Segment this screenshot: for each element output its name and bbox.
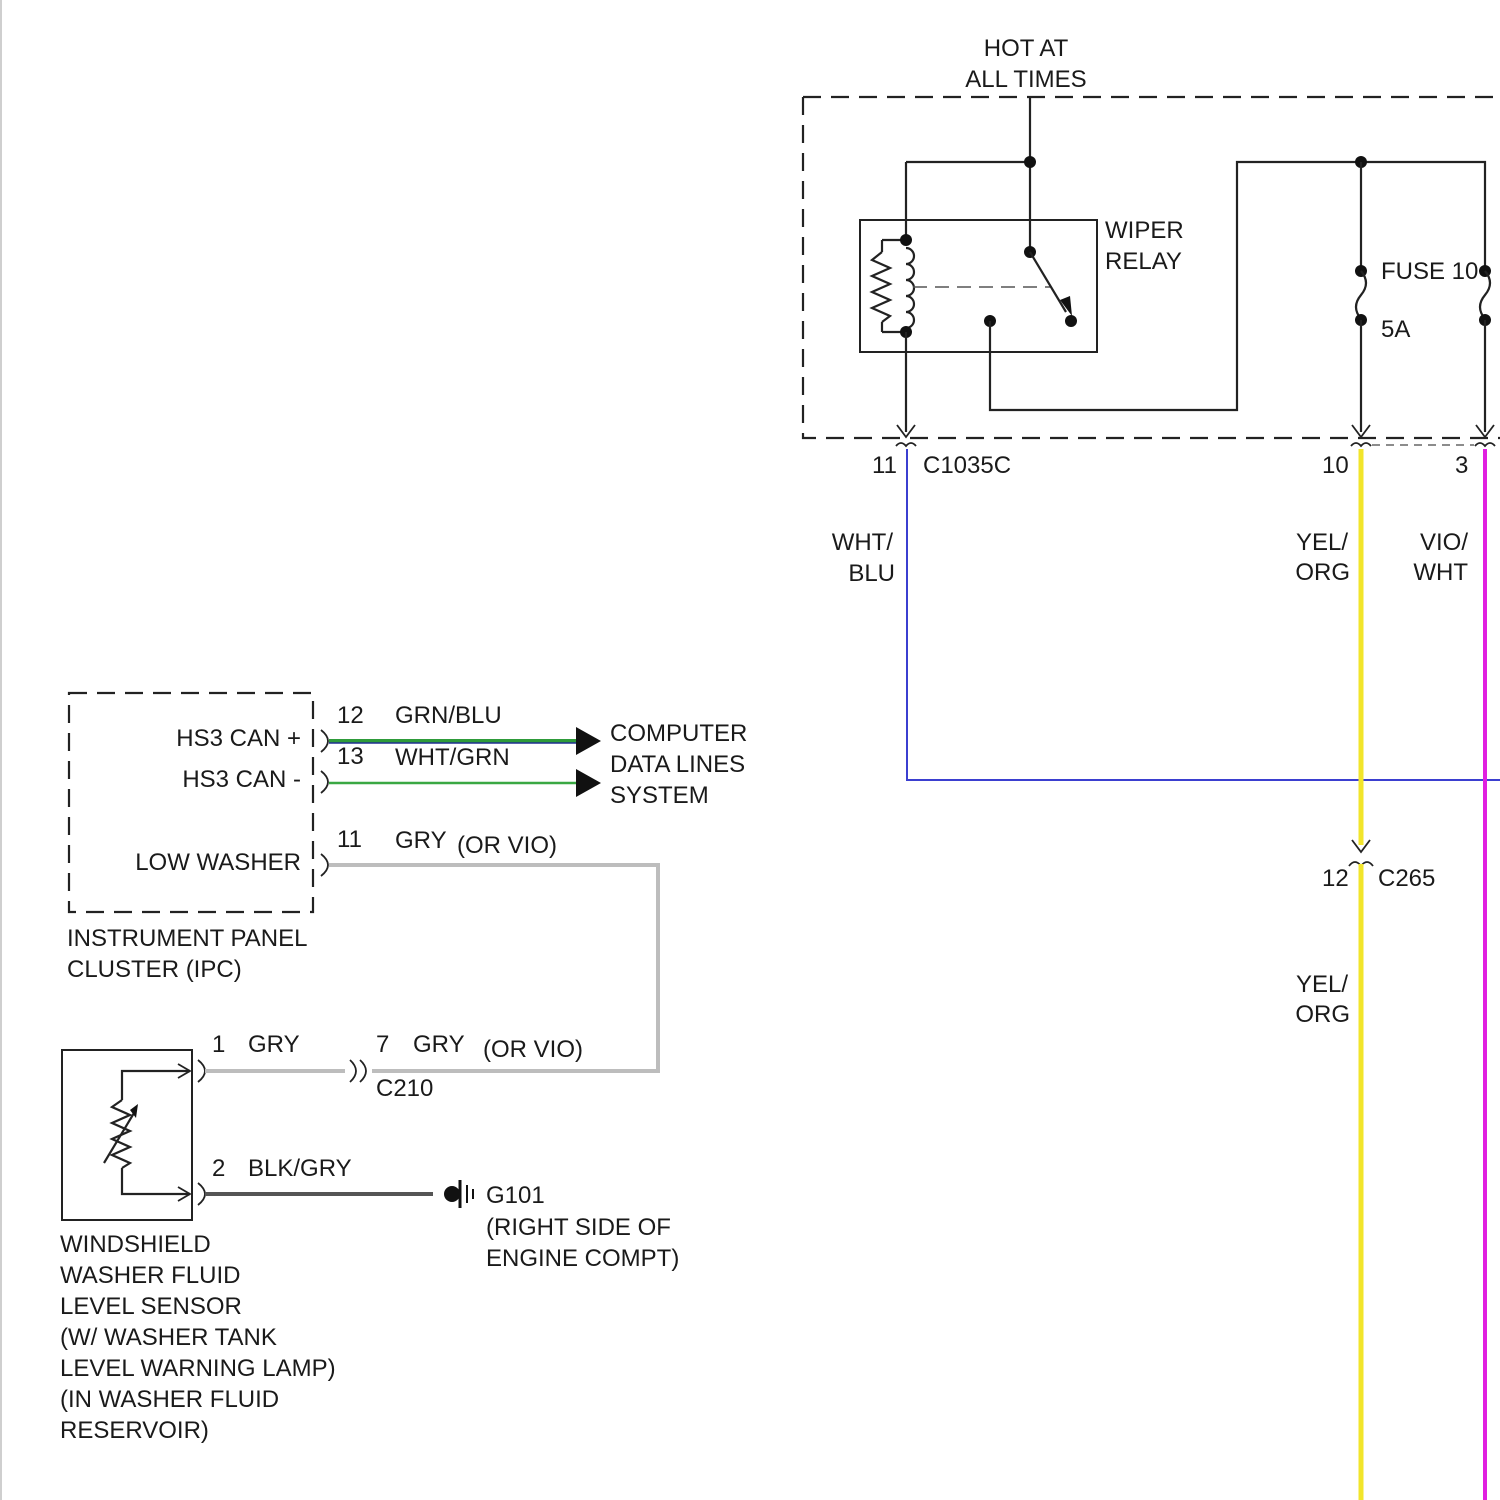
pin-11: 11 [337,826,362,853]
wire-wht-blu [907,449,1500,780]
computer-data-lines-label-2: DATA LINES [610,751,745,778]
connector-c210-label: C210 [376,1075,433,1102]
arrow-icon [576,727,601,755]
pin-10: 10 [1322,452,1349,479]
arrow-icon [576,769,601,797]
computer-data-lines-label-1: COMPUTER [610,720,747,747]
fuse-label: FUSE 10 [1381,258,1478,285]
wire-vio-wht-label-1: VIO/ [1420,529,1468,556]
hot-at-all-times-label-2: ALL TIMES [965,66,1086,93]
wire-grn-blu-label: GRN/BLU [395,702,502,729]
sensor-name-5: LEVEL WARNING LAMP) [60,1355,336,1382]
wire-wht-blu-label-1: WHT/ [832,529,894,556]
connector-c1035c-label: C1035C [923,452,1011,479]
wire-yel-org-lower-label-1: YEL/ [1296,971,1348,998]
pin-11-top: 11 [872,452,897,479]
fuse-icon [1355,162,1367,432]
c210-or-vio-label: (OR VIO) [483,1036,583,1063]
sensor-pin-2: 2 [212,1155,225,1182]
relay-coil-icon [872,234,914,338]
hot-at-all-times-label-1: HOT AT [984,35,1069,62]
fuse-icon [1479,265,1491,432]
sensor-name-4: (W/ WASHER TANK [60,1324,277,1351]
sensor-name-1: WINDSHIELD [60,1231,211,1258]
sensor-name-3: LEVEL SENSOR [60,1293,242,1320]
wire-yel-org-label-2: ORG [1295,559,1350,586]
pin-13: 13 [337,743,364,770]
ipc-pin-low-washer: LOW WASHER [135,849,301,876]
variable-resistor-icon [104,1064,190,1201]
computer-data-lines-label-3: SYSTEM [610,782,709,809]
c210-wire-gry-label: GRY [413,1031,465,1058]
ground-g101-label-1: G101 [486,1182,545,1209]
wire-gry-label: GRY [395,827,447,854]
fuse-rating: 5A [1381,316,1410,343]
sensor-connector-icon [198,1060,205,1205]
wire-wht-blu-label-2: BLU [848,560,895,587]
ground-g101-label-3: ENGINE COMPT) [486,1245,679,1272]
ipc-name-2: CLUSTER (IPC) [67,956,242,983]
sensor-name-2: WASHER FLUID [60,1262,240,1289]
ground-g101-label-2: (RIGHT SIDE OF [486,1214,671,1241]
ipc-name-1: INSTRUMENT PANEL [67,925,307,952]
wire-wht-grn-label: WHT/GRN [395,744,510,771]
sensor-wire-gry-label: GRY [248,1031,300,1058]
connector-c1035c-icon [896,425,1495,446]
pin-12-c265: 12 [1322,865,1349,892]
ipc-pin-hs3-can-plus: HS3 CAN + [176,725,301,752]
wire-blk-gry-label: BLK/GRY [248,1155,352,1182]
pin-12: 12 [337,702,364,729]
wiper-relay-label-2: RELAY [1105,248,1182,275]
wire-yel-org-lower-label-2: ORG [1295,1001,1350,1028]
relay-output-wire [990,162,1485,410]
sensor-name-6: (IN WASHER FLUID [60,1386,279,1413]
ground-icon [444,1180,473,1208]
sensor-pin-1: 1 [212,1031,225,1058]
ipc-connector-icon [321,730,328,876]
sensor-name-7: RESERVOIR) [60,1417,209,1444]
splice-dot [1024,156,1036,168]
wire-yel-org-label-1: YEL/ [1296,529,1348,556]
ipc-pin-hs3-can-minus: HS3 CAN - [182,766,301,793]
connector-c265-label: C265 [1378,865,1435,892]
c210-pin-7: 7 [376,1031,389,1058]
pin-3: 3 [1455,452,1468,479]
connector-c210-icon [350,1060,366,1082]
wire-vio-wht-label-2: WHT [1413,559,1468,586]
wiper-relay-label-1: WIPER [1105,217,1184,244]
or-vio-label: (OR VIO) [457,832,557,859]
